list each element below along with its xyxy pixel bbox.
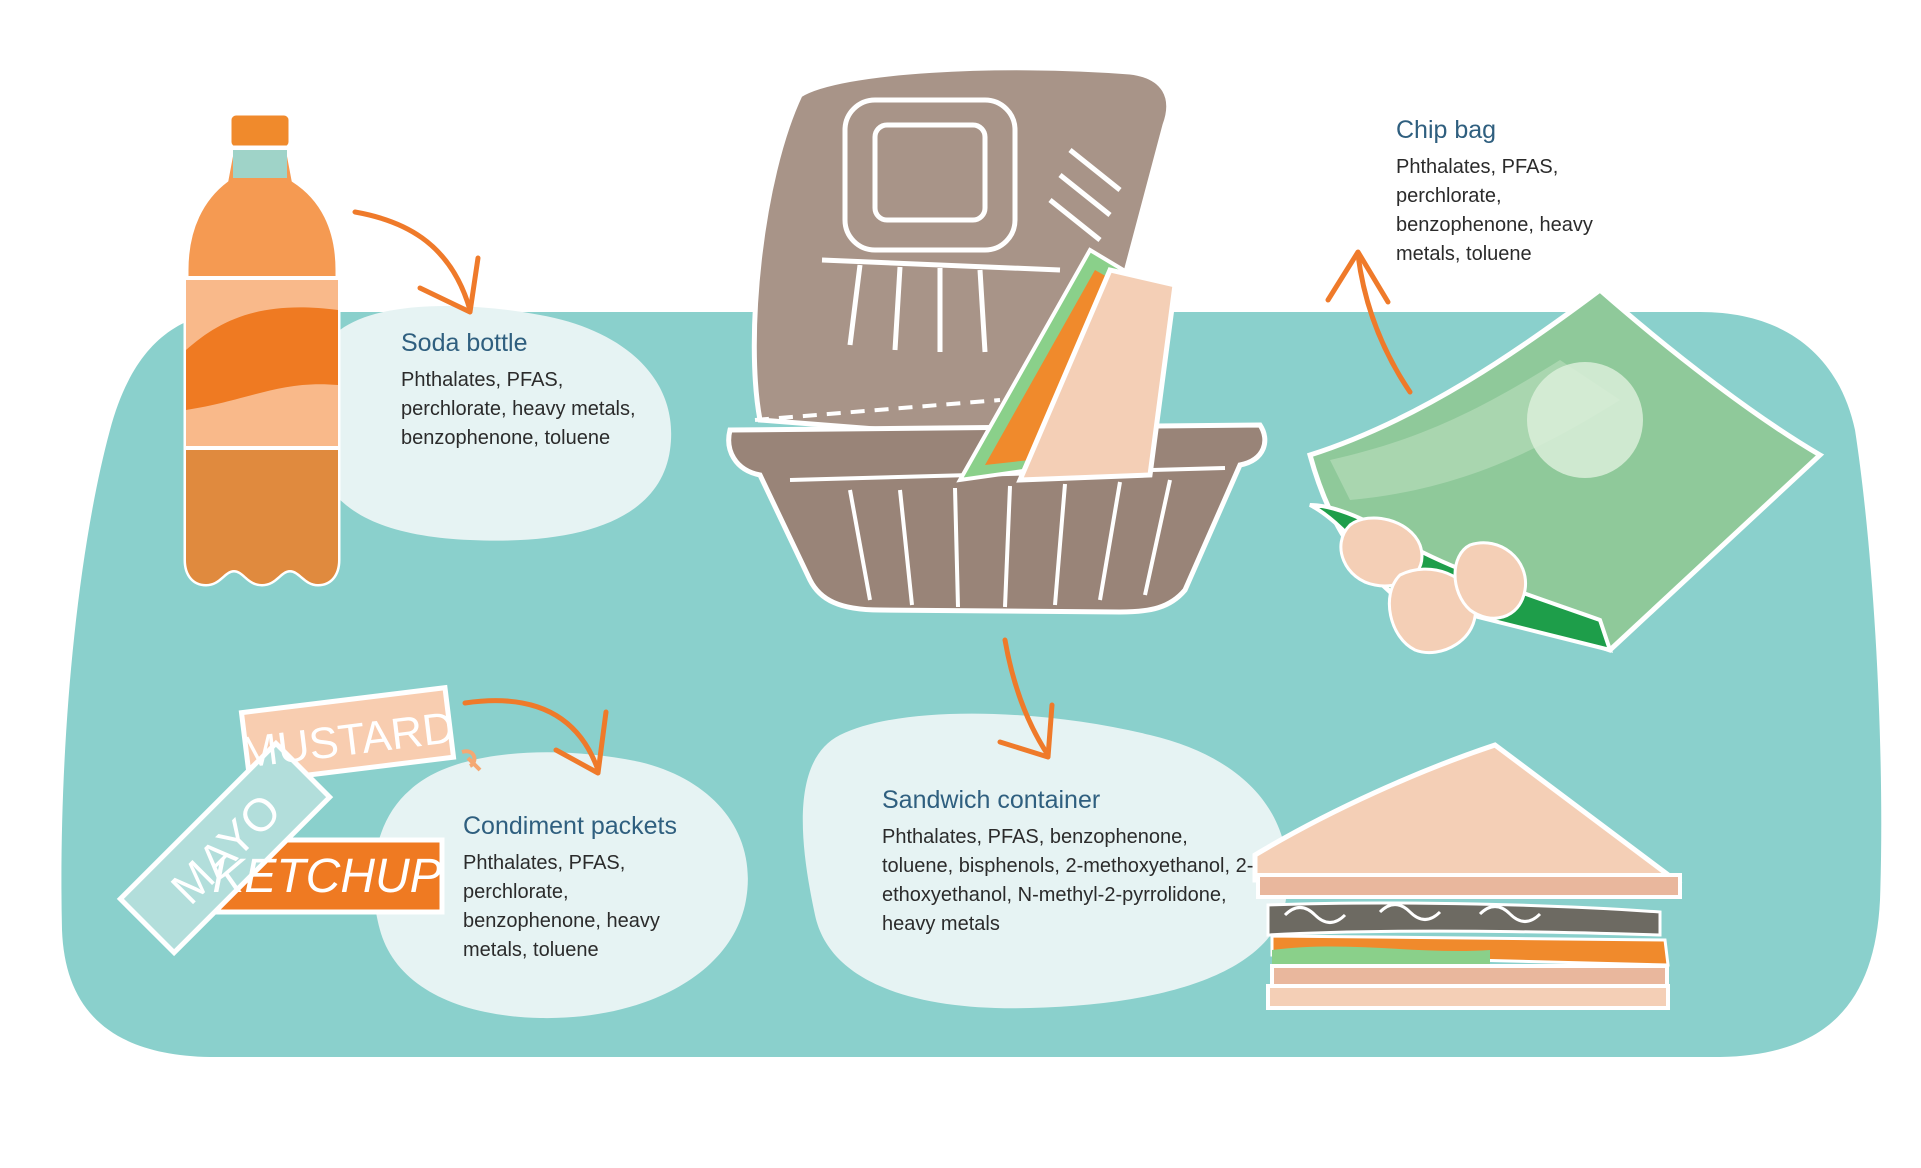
sandwich-container-chemicals: Phthalates, PFAS, benzophenone, toluene,…	[882, 826, 1254, 935]
soda-arrow	[352, 209, 473, 313]
condiment-arrow	[462, 698, 601, 773]
soda-bottle-icon	[183, 112, 341, 587]
soda-arrowhead	[417, 255, 481, 315]
condiment-packets-icon	[116, 684, 482, 957]
chip-bag-title: Chip bag	[1396, 116, 1497, 144]
chip-arrowhead	[1325, 249, 1391, 305]
clamshell-container-icon	[726, 65, 1268, 615]
condiment-packets-title: Condiment packets	[463, 812, 678, 840]
chip-bag-chemicals: Phthalates, PFAS, perchlorate, benzophen…	[1396, 156, 1593, 265]
sandwich-container-bubble	[802, 713, 1288, 1009]
condiment-packets-bubble	[373, 752, 748, 1019]
sandwich-container-title: Sandwich container	[882, 786, 1101, 814]
soda-bottle-chemicals: Phthalates, PFAS, perchlorate, heavy met…	[401, 369, 636, 449]
condiment-packets-label: Condiment packets Phthalates, PFAS, perc…	[463, 811, 688, 965]
condiment-packets-chemicals: Phthalates, PFAS, perchlorate, benzophen…	[463, 852, 660, 961]
chip-arrow	[1355, 252, 1413, 395]
chip-bag-label: Chip bag Phthalates, PFAS, perchlorate, …	[1396, 115, 1621, 269]
sandwich-icon	[1252, 742, 1683, 1010]
sandwich-container-label: Sandwich container Phthalates, PFAS, ben…	[882, 785, 1262, 939]
soda-bottle-bubble	[308, 305, 672, 541]
soda-bottle-title: Soda bottle	[401, 329, 528, 357]
container-arrowhead	[997, 702, 1055, 760]
soda-bottle-label: Soda bottle Phthalates, PFAS, perchlorat…	[401, 328, 641, 453]
ketchup-packet-label: KETCHUP	[212, 850, 441, 903]
condiment-arrowhead	[553, 709, 609, 776]
chip-bag-icon	[1306, 286, 1825, 655]
container-arrow	[1002, 637, 1051, 758]
